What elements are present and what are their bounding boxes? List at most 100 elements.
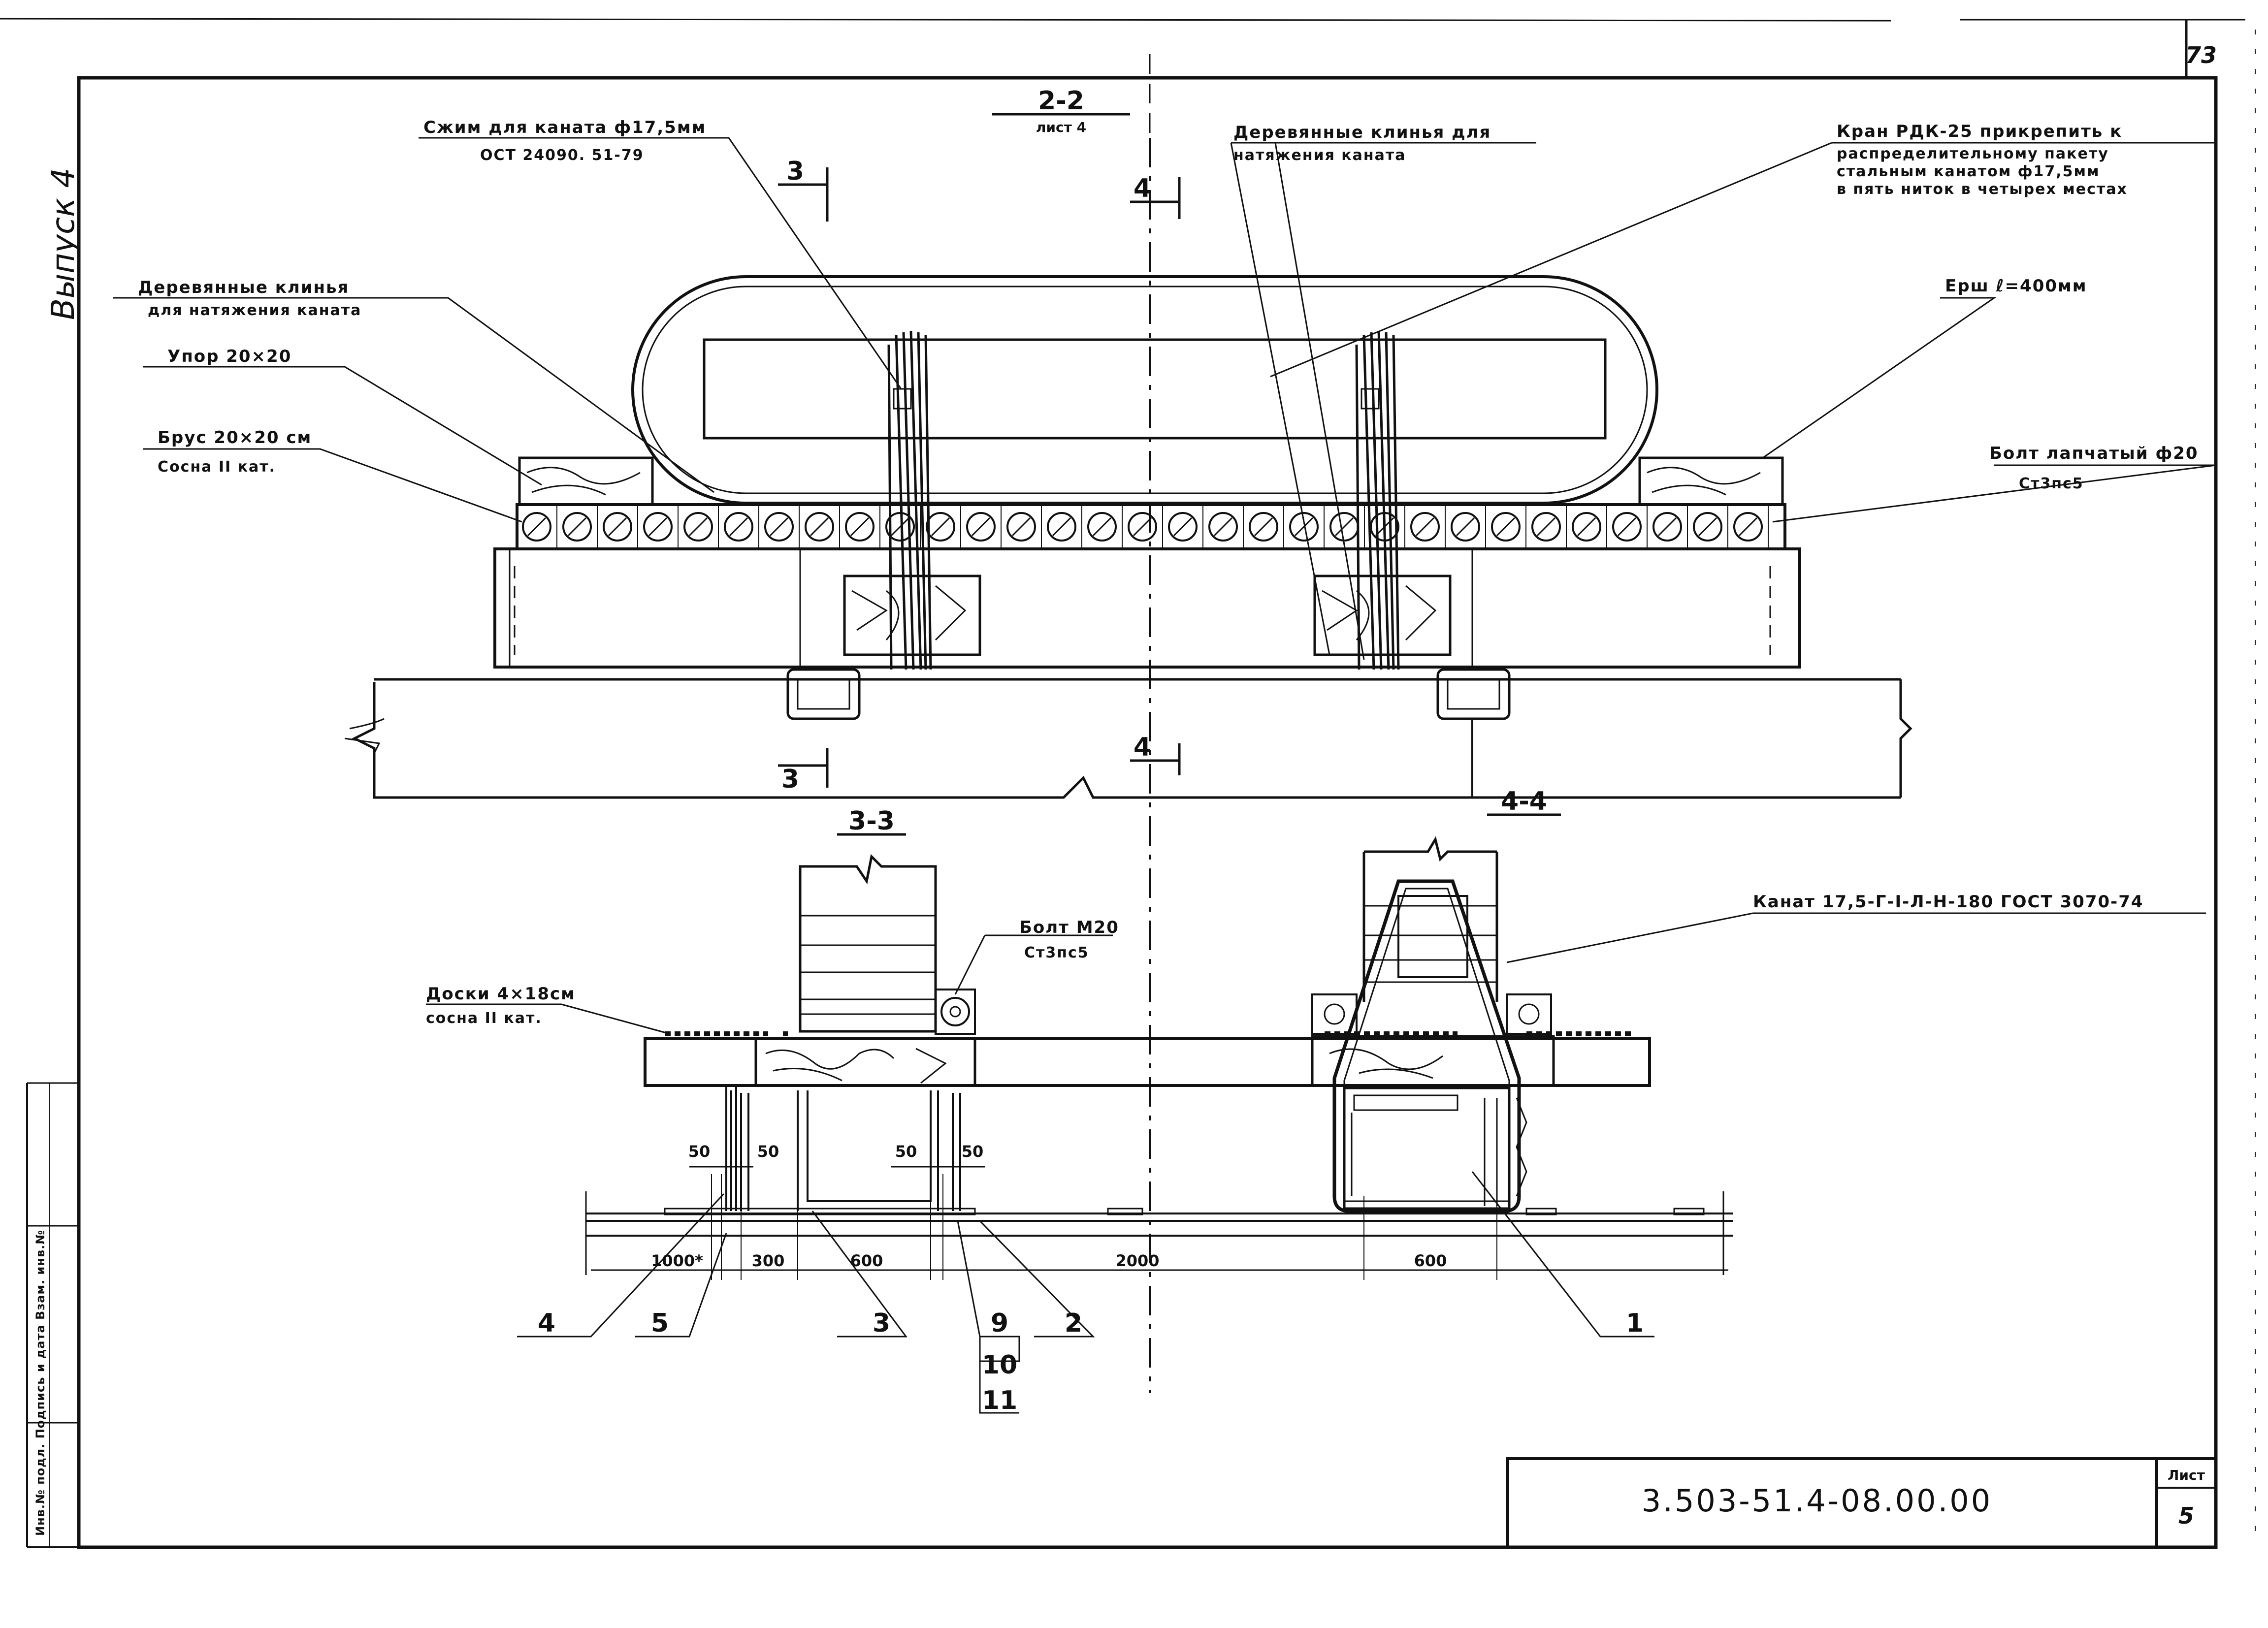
wedges-left-label-line1: Деревянные клинья bbox=[138, 278, 349, 297]
dim-300: 300 bbox=[752, 1251, 785, 1270]
beam-bolt-mark bbox=[1011, 517, 1031, 537]
dim-50-c: 50 bbox=[895, 1142, 917, 1161]
sheet-label: Лист bbox=[2168, 1467, 2205, 1483]
beam-bolt-mark bbox=[769, 517, 789, 537]
bolt-m20-label-line2: Ст3пс5 bbox=[1024, 944, 1089, 961]
section-4-4-title: 4-4 bbox=[1501, 787, 1547, 816]
beam-bolt-circle bbox=[764, 512, 794, 542]
beam-bolt-circle bbox=[1329, 512, 1359, 542]
dim-50-d: 50 bbox=[962, 1142, 984, 1161]
wedges-center-label-line1: Деревянные клинья для bbox=[1233, 123, 1491, 142]
beam-bolt-circle bbox=[1208, 512, 1238, 542]
beam-bolt-mark bbox=[567, 517, 587, 537]
cut-4-top: 4 bbox=[1134, 174, 1151, 203]
boards-label-line2: сосна II кат. bbox=[426, 1010, 542, 1027]
boards-label-line1: Доски 4×18см bbox=[426, 984, 576, 1004]
pos-5: 5 bbox=[651, 1309, 669, 1338]
beam-bolt-mark bbox=[890, 517, 910, 537]
beam-bolt-mark bbox=[1496, 517, 1516, 537]
beam-bolt-circle bbox=[522, 512, 551, 542]
crane-label-line1: Кран РДК-25 прикрепить к bbox=[1837, 122, 2122, 141]
beam-bolt-circle bbox=[1047, 512, 1076, 542]
wedges-left-label-line2: для натяжения каната bbox=[148, 302, 361, 319]
beam-bolt-mark bbox=[527, 517, 547, 537]
pos-9: 9 bbox=[991, 1309, 1008, 1338]
beam-bolt-mark bbox=[1334, 517, 1354, 537]
pos-1: 1 bbox=[1626, 1309, 1644, 1338]
beam-bolt-mark bbox=[1456, 517, 1475, 537]
beam-bolt-circle bbox=[1289, 512, 1319, 542]
pos-3: 3 bbox=[873, 1309, 890, 1338]
clamp-label-line2: ОСТ 24090. 51-79 bbox=[480, 147, 644, 164]
cut-3-bottom: 3 bbox=[781, 765, 799, 794]
dim-1000: 1000* bbox=[651, 1251, 703, 1270]
section-2-2-drawing bbox=[113, 54, 2216, 1393]
crane-label-line3: стальным канатом ф17,5мм bbox=[1837, 163, 2100, 180]
beam-bolt-circle bbox=[1733, 512, 1763, 542]
page-number: 73 bbox=[2185, 42, 2217, 68]
beam-bolt-mark bbox=[850, 517, 870, 537]
beam-bolt-circle bbox=[1451, 512, 1480, 542]
beam-bolt-mark bbox=[1375, 517, 1394, 537]
sheet-number: 5 bbox=[2178, 1502, 2194, 1529]
beam-bolt-circle bbox=[1249, 512, 1278, 542]
beam-bolt-mark bbox=[1657, 517, 1677, 537]
beam-label-line1: Брус 20×20 см bbox=[158, 428, 312, 447]
beam-bolt-circle bbox=[1491, 512, 1521, 542]
crane-label-line2: распределительному пакету bbox=[1837, 145, 2109, 162]
beam-bolt-mark bbox=[648, 517, 668, 537]
stop-label: Упор 20×20 bbox=[167, 347, 292, 366]
sheet-frame bbox=[0, 18, 2256, 1549]
beam-bolt-circle bbox=[1006, 512, 1036, 542]
wedges-center-label-line2: натяжения каната bbox=[1233, 147, 1406, 164]
cut-4-bottom: 4 bbox=[1134, 733, 1151, 762]
beam-bolt-circle bbox=[966, 512, 996, 542]
beam-bolt-circle bbox=[1128, 512, 1157, 542]
section-2-2-title: 2-2 bbox=[1038, 86, 1084, 116]
beam-bolt-circle bbox=[724, 512, 753, 542]
beam-label-line2: Сосна II кат. bbox=[158, 458, 276, 476]
beam-bolt-circle bbox=[603, 512, 632, 542]
beam-bolt-mark bbox=[810, 517, 829, 537]
beam-bolt-circle bbox=[1410, 512, 1440, 542]
beam-bolt-circle bbox=[805, 512, 834, 542]
pos-2: 2 bbox=[1065, 1309, 1082, 1338]
beam-bolt-mark bbox=[931, 517, 950, 537]
dim-600-left: 600 bbox=[850, 1251, 883, 1270]
beam-bolt-circle bbox=[1572, 512, 1601, 542]
stamp-text: Инв.№ подл. Подпись и дата Взам. инв.№ bbox=[33, 1230, 47, 1536]
beam-bolt-circle bbox=[1612, 512, 1642, 542]
section-3-3-drawing bbox=[426, 833, 1733, 1414]
bolt-m20-label-line1: Болт М20 bbox=[1019, 918, 1119, 937]
beam-bolt-mark bbox=[1738, 517, 1758, 537]
beam-bolt-mark bbox=[971, 517, 991, 537]
cut-3-top: 3 bbox=[786, 157, 804, 186]
beam-bolt-mark bbox=[1052, 517, 1071, 537]
beam-bolt-mark bbox=[1294, 517, 1314, 537]
ruff-label: Ерш ℓ=400мм bbox=[1945, 276, 2087, 296]
section-2-2-subtitle: лист 4 bbox=[1036, 119, 1086, 135]
beam-bolt-mark bbox=[1536, 517, 1556, 537]
beam-bolt-circle bbox=[1168, 512, 1198, 542]
document-code: 3.503-51.4-08.00.00 bbox=[1642, 1483, 1992, 1519]
beam-bolt-circle bbox=[885, 512, 915, 542]
beam-bolt-circle bbox=[845, 512, 875, 542]
beam-bolt-circle bbox=[926, 512, 955, 542]
clamp-label-line1: Сжим для каната ф17,5мм bbox=[423, 118, 706, 137]
beam-bolt-circle bbox=[1370, 512, 1399, 542]
dim-50-a: 50 bbox=[688, 1142, 711, 1161]
dim-50-b: 50 bbox=[757, 1142, 779, 1161]
pos-11: 11 bbox=[982, 1386, 1017, 1415]
beam-bolt-circle bbox=[1652, 512, 1682, 542]
beam-bolt-mark bbox=[1577, 517, 1596, 537]
pos-4: 4 bbox=[538, 1309, 555, 1338]
bolt-hook-label-line1: Болт лапчатый ф20 bbox=[1989, 444, 2199, 463]
beam-bolt-circle bbox=[683, 512, 713, 542]
dim-2000: 2000 bbox=[1115, 1251, 1159, 1270]
rope-label: Канат 17,5-Г-I-Л-Н-180 ГОСТ 3070-74 bbox=[1753, 892, 2144, 912]
beam-bolt-circle bbox=[562, 512, 592, 542]
beam-bolt-circle bbox=[1693, 512, 1722, 542]
pos-10: 10 bbox=[982, 1350, 1017, 1380]
beam-bolt-mark bbox=[1415, 517, 1435, 537]
